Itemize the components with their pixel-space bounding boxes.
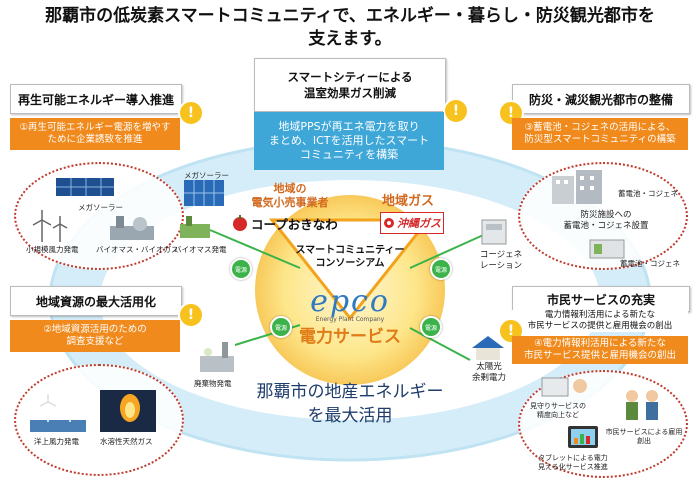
slogan-line2: を最大活用 [307,406,393,426]
cogeneration-line2: レーション [479,261,523,271]
power-source-badge: 電源 [420,316,442,338]
smart-city-heading-line1: スマートシティーによる [287,70,413,84]
facility-install-line2: 蓄電池・コジェネ設置 [563,221,649,231]
local-resources-desc-line2: 調査支援など [66,336,124,347]
alert-icon: ! [443,98,469,124]
wind-turbine-icon [32,210,68,242]
power-source-badge: 電源 [230,258,252,280]
okinawa-gas-logo: 沖縄ガス [380,212,444,234]
citizen-services-desc-line1: ④電力情報利活用による新たな [534,338,666,349]
renewable-description: ①再生可能エネルギー電源を増やす ために企業誘致を推進 [10,118,180,150]
tablet-icon [568,426,598,448]
battery-unit-icon [589,239,625,259]
disaster-desc-line1: ③蓄電池・コジェネの活用による、 [524,122,676,133]
main-title-line2: 支えます。 [308,29,392,49]
retail-label-line1: 地域の [273,182,307,195]
company-name: 電力サービス [299,327,401,347]
tablet-line2: 見える化サービス推進 [538,463,608,471]
power-source-badge: 電源 [270,316,292,338]
renewable-desc-line1: ①再生可能エネルギー電源を増やす [19,122,171,133]
smart-city-heading: スマートシティーによる 温室効果ガス削減 [254,58,446,112]
facility-install-label: 防災施設への 蓄電池・コジェネ設置 [556,210,656,232]
local-resources-heading: 地域資源の最大活用化 [10,286,182,316]
natural-gas-icon [100,390,156,432]
coop-okinawa-logo: コープおきなわ [232,212,352,234]
megasolar-flow-icon [184,180,224,206]
monitoring-line1: 見守りサービスの [530,402,586,410]
solar-surplus-line2: 余剰電力 [471,373,506,383]
renewable-desc-line2: ために企業誘致を推進 [47,134,143,145]
coop-name: コープおきなわ [251,216,338,232]
battery-cogen-label-2: 蓄電池・コジェネ [620,259,680,268]
citizen-services-description: ④電力情報利活用による新たな 市民サービス提供と雇用機会の創出 [512,336,688,364]
employment-label: 市民サービスによる雇用創出 [605,428,683,445]
biomass-flow-icon [180,216,210,238]
apple-icon [233,215,247,231]
monitoring-label: 見守りサービスの 精度向上など [530,402,586,420]
tablet-line1: タブレットによる電力 [538,454,608,462]
natural-gas-label: 水溶性天然ガス [100,437,153,446]
main-title-line1: 那覇市の低炭素スマートコミュニティで、エネルギー・暮らし・防災観光都市を [45,6,655,26]
monitoring-icon [541,377,587,397]
smart-city-desc-line2: まとめ、ICTを活用したスマート [268,134,430,147]
retail-label-line2: 電気小売事業者 [251,196,329,209]
facility-install-line1: 防災施設への [580,210,632,220]
house-solar-icon [472,336,504,360]
cogeneration-line1: コージェネ [479,250,523,260]
small-wind-label: 小規模風力発電 [26,245,79,254]
gas-company-name: 沖縄ガス [397,217,441,230]
consortium-line2: コンソーシアム [315,258,385,269]
cogeneration-icon [481,219,507,245]
biomass-flow-label: バイオマス発電 [174,245,227,254]
local-resources-desc-line1: ②地域資源活用のための [43,324,147,335]
battery-cogen-label-1: 蓄電池・コジェネ [618,189,678,198]
smart-city-desc-line3: コミュニティを構築 [299,148,399,161]
smart-city-description: 地域PPSが再エネ電力を取り まとめ、ICTを活用したスマート コミュニティを構… [254,112,444,170]
monitoring-line2: 精度向上など [537,411,579,419]
retail-label: 地域の 電気小売事業者 [244,182,336,210]
disaster-description: ③蓄電池・コジェネの活用による、 防災型スマートコミュニティの構築 [512,118,688,150]
consortium-line1: スマートコミュニティー [295,245,405,256]
smart-city-desc-line1: 地域PPSが再エネ電力を取り [278,120,420,133]
waste-power-icon [200,342,234,372]
megasolar-flow-label: メガソーラー [184,171,229,180]
megasolar-label: メガソーラー [78,203,123,212]
epco-logo-sub: Energy Plant Company [315,316,385,323]
renewable-heading: 再生可能エネルギー導入推進 [10,84,182,114]
alert-icon: ! [178,100,204,126]
local-resources-description: ②地域資源活用のための 調査支援など [10,320,180,352]
citizen-services-heading: 市民サービスの充実 [512,286,690,312]
disaster-heading: 防災・減災観光都市の整備 [512,84,690,114]
biomass-label: バイオマス・バイオガス [96,245,179,254]
slogan-line1: 那覇市の地産エネルギー [256,382,444,402]
alert-icon: ! [178,302,204,328]
offshore-wind-label: 洋上風力発電 [34,437,79,446]
gas-label: 地域ガス [382,194,435,209]
cogeneration-label: コージェネ レーション [476,250,526,272]
solar-surplus-label: 太陽光 余剰電力 [466,362,512,384]
building-icon [552,170,602,204]
waste-power-label: 廃棄物発電 [194,379,232,388]
citizen-services-sub-line1: 電力情報利活用による新たな [544,310,656,320]
local-energy-slogan: 那覇市の地産エネルギー を最大活用 [220,380,480,428]
epco-logo: epco [310,284,390,319]
gas-flame-icon [384,218,394,228]
solar-panel-icon [56,178,114,196]
offshore-wind-icon [30,394,86,432]
tablet-label: タブレットによる電力 見える化サービス推進 [538,454,608,472]
consortium-label: スマートコミュニティー コンソーシアム [282,244,418,270]
disaster-desc-line2: 防災型スマートコミュニティの構築 [524,134,676,145]
citizen-services-sub-line2: 市民サービスの提供と雇用機会の創出 [527,321,673,331]
citizen-services-desc-line2: 市民サービス提供と雇用機会の創出 [523,350,676,361]
solar-surplus-line1: 太陽光 [476,362,502,372]
smart-city-heading-line2: 温室効果ガス削減 [304,86,396,100]
biomass-plant-icon [110,216,154,240]
citizen-services-subtext: 電力情報利活用による新たな 市民サービスの提供と雇用機会の創出 [512,310,688,332]
power-source-badge: 電源 [430,258,452,280]
workers-icon [626,390,658,420]
